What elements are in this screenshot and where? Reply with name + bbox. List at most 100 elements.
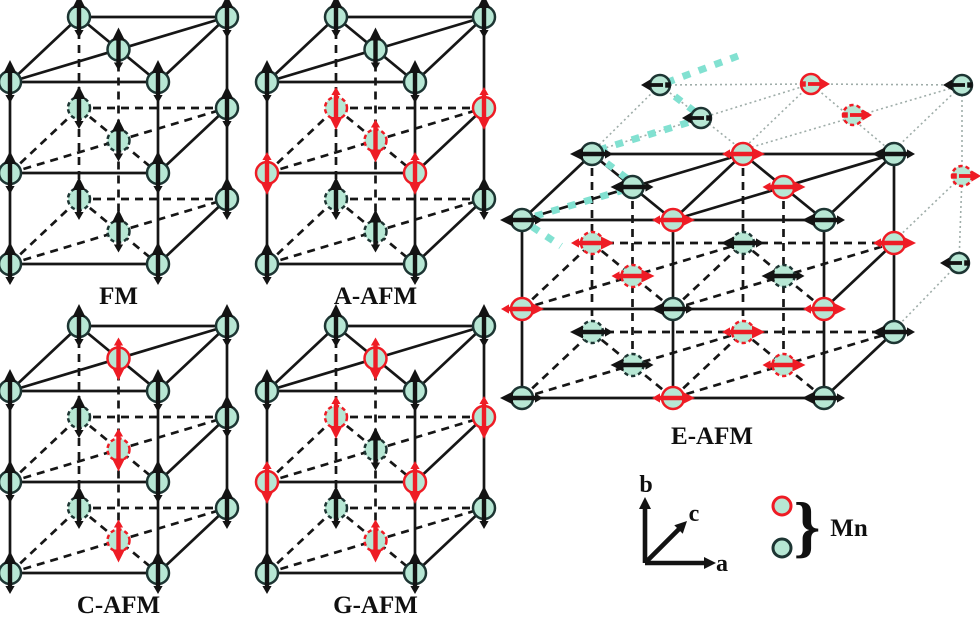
mn-atom-ghost-spin-left (940, 251, 971, 275)
lattice-edge-dash (78, 415, 159, 484)
lattice-edge-dash (78, 506, 159, 575)
spin-arrow-head (260, 60, 274, 73)
spin-arrow-tail (5, 186, 15, 194)
spin-arrow-head (641, 79, 651, 91)
mn-atom-spin-down (106, 428, 131, 472)
mn-atom-spin-up (214, 0, 240, 38)
spin-arrow-tail (535, 393, 543, 403)
lattice-edge-dash (521, 331, 593, 399)
spin-arrow-tail (479, 87, 489, 95)
mn-atom-spin-up (323, 304, 349, 347)
spin-arrow-tail (113, 153, 124, 162)
spin-arrow-head (477, 304, 491, 317)
spin-arrow-stem (373, 438, 378, 465)
spin-arrow-head (72, 0, 86, 8)
axis-c-arrow-head (674, 521, 687, 534)
spin-arrow-tail (5, 495, 15, 503)
spin-arrow-tail (262, 152, 272, 160)
panel-g-afm: G-AFM (254, 304, 497, 619)
spin-arrow-tail (907, 327, 915, 337)
spin-arrow-tail (611, 271, 620, 281)
spin-arrow-tail (113, 62, 124, 71)
mn-atom-spin-up (66, 177, 92, 220)
spin-arrow-stem (76, 406, 82, 432)
spin-arrow-tail (370, 519, 381, 528)
lattice-edge-solid (157, 507, 228, 574)
spin-arrow-head (220, 486, 234, 499)
spin-arrow-head (500, 391, 513, 405)
panel-label-a-afm: A-AFM (334, 283, 417, 310)
panel-label-g-afm: G-AFM (333, 592, 418, 619)
mn-atom-spin-right (652, 385, 695, 411)
lattice-edge-dash (9, 198, 80, 265)
spin-arrow-stem (728, 151, 754, 157)
top-face-edge (823, 153, 895, 221)
spin-arrow-tail (796, 271, 805, 281)
spin-arrow-stem (412, 71, 418, 97)
mn-atom-spin-down (471, 87, 497, 130)
spin-arrow-stem (224, 406, 230, 432)
top-face-edge (157, 16, 228, 83)
mn-atom-spin-up (363, 27, 388, 71)
lattice-edge-dash (9, 107, 80, 174)
mn-atom-spin-up (363, 427, 388, 471)
mn-atom-spin-up (323, 0, 349, 38)
spin-arrow-head (802, 391, 815, 405)
spin-arrow-head (72, 86, 86, 99)
spin-arrow-stem (116, 129, 121, 156)
spin-arrow-stem (264, 467, 270, 493)
spin-arrow-tail (873, 238, 881, 248)
lattice-edge-dash (335, 106, 416, 175)
spin-arrow-stem (116, 220, 121, 247)
extension-edge (741, 84, 963, 151)
lattice-edge-dash (78, 197, 159, 266)
lattice-edge-dash (266, 416, 337, 483)
spin-arrow-head (260, 551, 274, 564)
spin-arrow-tail (153, 277, 163, 285)
spin-arrow-head (220, 395, 234, 408)
spin-arrow-head (151, 551, 165, 564)
spin-arrow-head (329, 304, 343, 317)
lattice-edge-dash (591, 330, 674, 400)
spin-arrow-head (329, 117, 343, 130)
mn-atom-ghost-spin-right (841, 103, 872, 127)
mn-atom-spin-up (254, 60, 280, 103)
spin-arrow-stem (507, 306, 533, 312)
spin-arrow-stem (412, 467, 418, 493)
spin-arrow-head (641, 269, 655, 283)
spin-arrow-stem (373, 525, 378, 552)
spin-arrow-stem (481, 93, 487, 119)
spin-arrow-head (682, 391, 695, 405)
lattice-edge-dash (335, 506, 416, 575)
mn-atom-spin-down (363, 119, 388, 163)
lattice-edge-dash (672, 242, 744, 310)
mn-atom-spin-up (214, 395, 240, 438)
spin-arrow-stem (333, 402, 339, 428)
mn-atom-spin-up (0, 551, 23, 594)
spin-arrow-head (220, 0, 234, 8)
spin-arrow-stem (883, 329, 909, 335)
spin-arrow-tail (331, 212, 341, 220)
mn-atom-spin-up (66, 304, 92, 347)
spin-arrow-head (329, 177, 343, 190)
lattice-edge-dash (335, 415, 416, 484)
extension-edge (810, 83, 963, 86)
spin-arrow-tail (410, 404, 420, 412)
mn-atom-spin-up (402, 60, 428, 103)
spin-arrow-stem (373, 220, 378, 247)
spin-arrow-stem (581, 329, 607, 335)
mn-atom-spin-up (323, 177, 349, 220)
spin-arrow-tail (535, 215, 543, 225)
spin-arrow-stem (224, 97, 230, 123)
extension-edge (891, 262, 960, 333)
spin-arrow-head (3, 60, 17, 73)
spin-arrow-tail (262, 95, 272, 103)
spin-arrow-stem (809, 306, 835, 312)
spin-arrow-head (570, 325, 583, 339)
spin-arrow-stem (481, 497, 487, 523)
mn-atom-spin-up (0, 369, 23, 412)
top-face-edge (414, 325, 485, 392)
spin-arrow-stem (76, 188, 82, 214)
spin-arrow-tail (222, 339, 232, 347)
spin-arrow-head (408, 369, 422, 382)
